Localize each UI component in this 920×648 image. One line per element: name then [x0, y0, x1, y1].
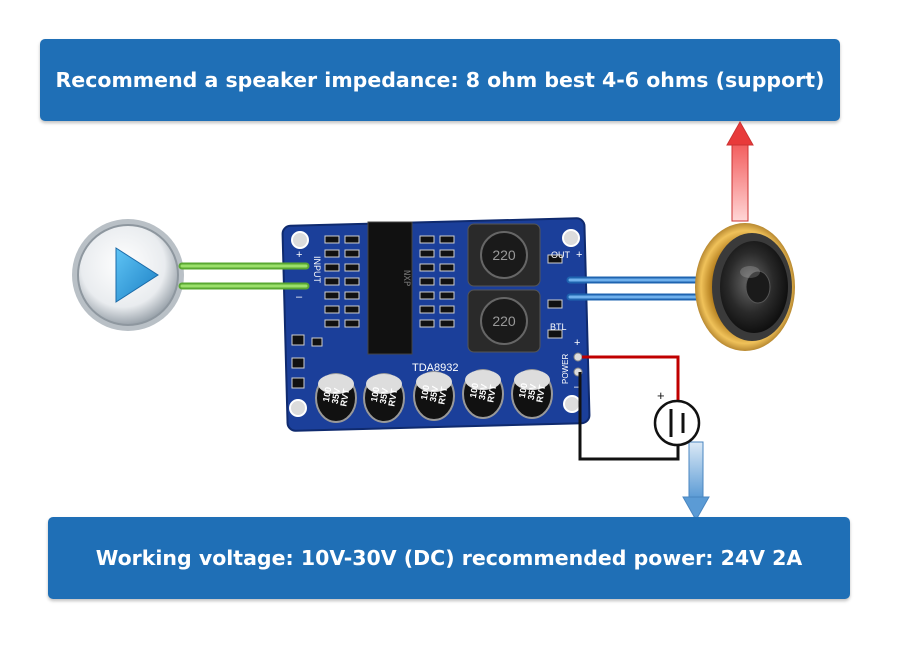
- input-wires: [178, 262, 310, 290]
- arrow-down-to-banner: [682, 441, 710, 522]
- svg-text:100: 100: [468, 382, 480, 399]
- speaker-impedance-banner: Recommend a speaker impedance: 8 ohm bes…: [40, 39, 840, 121]
- svg-text:RVT: RVT: [485, 383, 498, 403]
- amplifier-board: NXP TDA8932 220 220 100 35V RVT: [281, 217, 591, 432]
- svg-text:RVT: RVT: [338, 387, 351, 407]
- btl-label: BTL: [550, 322, 567, 332]
- svg-text:NXP: NXP: [401, 270, 411, 287]
- svg-text:RVT: RVT: [386, 387, 399, 407]
- svg-text:100: 100: [369, 386, 381, 403]
- chip-label: TDA8932: [412, 362, 458, 374]
- svg-text:100: 100: [321, 386, 333, 403]
- capacitor-2: [363, 373, 405, 423]
- output-wires: [566, 276, 724, 301]
- out-label: OUT: [551, 250, 571, 260]
- inductor-top: 220: [467, 223, 541, 287]
- speaker-impedance-text: Recommend a speaker impedance: 8 ohm bes…: [55, 68, 825, 92]
- svg-text:100: 100: [517, 382, 529, 399]
- input-minus-sign: –: [296, 291, 303, 303]
- svg-text:RVT: RVT: [436, 385, 449, 405]
- working-voltage-text: Working voltage: 10V-30V (DC) recommende…: [95, 546, 803, 570]
- power-wires: [578, 355, 680, 461]
- svg-text:220: 220: [492, 313, 516, 329]
- svg-text:100: 100: [419, 384, 431, 401]
- capacitor-1: [315, 373, 357, 423]
- svg-text:220: 220: [492, 247, 516, 263]
- svg-text:35V: 35V: [330, 387, 343, 405]
- svg-text:35V: 35V: [477, 383, 490, 401]
- capacitor-labels: 100 35V RVT 100 35V RVT 100 35V RVT 100 …: [321, 382, 548, 407]
- out-plus-sign: +: [576, 249, 582, 261]
- capacitor-4: [462, 369, 504, 419]
- input-plus-sign: +: [296, 249, 302, 261]
- svg-text:RVT: RVT: [534, 383, 547, 403]
- inductor-bottom: 220: [467, 289, 541, 353]
- capacitor-5: [511, 369, 553, 419]
- svg-text:35V: 35V: [428, 385, 441, 403]
- capacitor-row: [315, 369, 553, 423]
- power-label: POWER: [561, 354, 570, 384]
- play-button-icon: [72, 219, 184, 331]
- capacitor-3: [413, 371, 455, 421]
- battery-plus-sign: +: [657, 388, 665, 403]
- arrow-up-to-banner: [726, 120, 754, 222]
- battery-icon: +: [653, 388, 701, 447]
- power-plus-sign: +: [574, 337, 580, 349]
- speaker-icon: [695, 223, 795, 351]
- input-label: INPUT: [312, 256, 322, 284]
- svg-text:35V: 35V: [378, 387, 391, 405]
- working-voltage-banner: Working voltage: 10V-30V (DC) recommende…: [48, 517, 850, 599]
- amplifier-chip: [367, 221, 413, 355]
- svg-text:35V: 35V: [526, 383, 539, 401]
- power-minus-sign: –: [574, 381, 581, 393]
